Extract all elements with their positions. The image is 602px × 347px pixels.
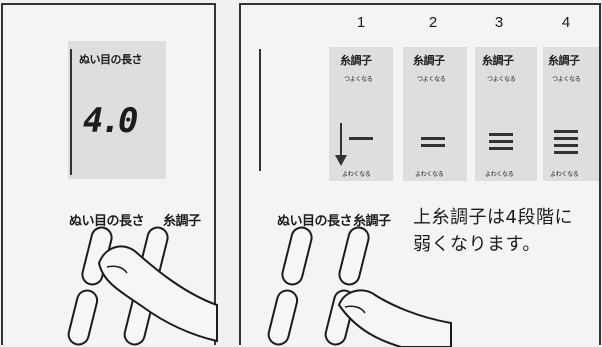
tension-level-bar [489, 133, 513, 136]
stitch-length-plus-button[interactable] [280, 225, 313, 286]
tension-level-bar [421, 137, 445, 140]
tension-title-4: 糸調子 [548, 54, 580, 67]
down-arrow-shaft [340, 123, 342, 161]
down-arrow-icon [335, 155, 347, 166]
tension-weak-label-2: よわくなる [415, 171, 444, 178]
display-divider [70, 49, 72, 175]
stitch-length-minus-button[interactable] [67, 288, 100, 346]
stitch-length-minus-button[interactable] [267, 288, 300, 346]
tension-display-4 [543, 47, 599, 181]
finger-icon [337, 289, 452, 347]
tension-level-bar [489, 147, 513, 150]
right-buttons-illustration [267, 225, 452, 347]
finger-icon [97, 245, 218, 343]
tension-level-bar [554, 151, 578, 154]
thread-tension-plus-button[interactable] [337, 225, 370, 286]
stitch-length-panel: ぬい目の長さ 4.0 ぬい目の長さ 糸調子 [1, 3, 218, 346]
thread-tension-button-label: 糸調子 [353, 214, 391, 229]
tension-level-bar [554, 137, 578, 140]
left-buttons-illustration [67, 226, 218, 346]
column-number-2: 2 [428, 14, 438, 31]
thread-tension-button-label: 糸調子 [163, 214, 201, 229]
stitch-length-value: 4.0 [83, 101, 138, 141]
stitch-length-button-label: ぬい目の長さ [277, 214, 353, 229]
tension-level-bar [489, 140, 513, 143]
thread-tension-panel: 1 糸調子 つよくなる よわくなる 2 糸調子 つよくなる よわくなる 3 糸調… [239, 3, 601, 347]
tension-display-2 [403, 47, 467, 181]
tension-title-1: 糸調子 [340, 54, 372, 67]
tension-display-3 [475, 47, 537, 181]
tension-weak-label-1: よわくなる [342, 171, 371, 178]
tension-description-line-1: 上糸調子は4段階に [413, 207, 573, 228]
tension-strong-label-4: つよくなる [552, 76, 581, 83]
column-number-4: 4 [561, 14, 571, 31]
display-label: ぬい目の長さ [79, 53, 143, 66]
tension-strong-label-2: つよくなる [417, 76, 446, 83]
tension-title-3: 糸調子 [482, 54, 514, 67]
display-divider [259, 49, 261, 171]
tension-level-bar [554, 144, 578, 147]
tension-level-bar [349, 137, 373, 140]
tension-level-bar [554, 130, 578, 133]
stitch-length-display [68, 41, 166, 179]
column-number-1: 1 [356, 14, 366, 31]
tension-title-2: 糸調子 [413, 54, 445, 67]
tension-level-bar [421, 144, 445, 147]
tension-strong-label-3: つよくなる [487, 76, 516, 83]
column-number-3: 3 [494, 14, 504, 31]
tension-description-line-2: 弱くなります。 [413, 234, 541, 255]
tension-weak-label-4: よわくなる [550, 171, 579, 178]
tension-strong-label-1: つよくなる [344, 76, 373, 83]
tension-weak-label-3: よわくなる [485, 171, 514, 178]
stitch-length-button-label: ぬい目の長さ [69, 214, 145, 229]
